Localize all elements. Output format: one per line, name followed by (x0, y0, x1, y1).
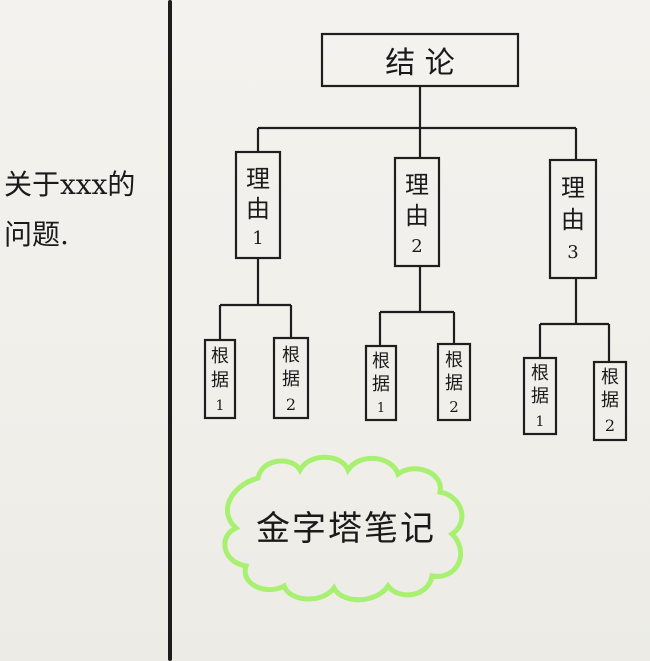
conclusion-box (320, 32, 520, 88)
evidence-3-2-char-2: 据 (601, 390, 619, 411)
evidence-3-2-char-3: 2 (605, 416, 615, 435)
evidence-node-3-1: 根 据 1 (522, 356, 558, 436)
evidence-2-1-char-1: 根 (372, 351, 390, 372)
conclusion-label: 结 论 (385, 46, 455, 81)
evidence-3-1-char-3: 1 (536, 414, 545, 430)
evidence-1-1-char-1: 根 (211, 346, 229, 367)
reason-2-char-1: 理 (405, 171, 429, 199)
title-cloud: 金字塔笔记 (222, 454, 465, 603)
reason-3-char-1: 理 (561, 174, 585, 202)
reason-node-3: 理 由 3 (548, 158, 598, 280)
margin-line (168, 0, 172, 661)
evidence-1-1-char-3: 1 (216, 398, 225, 414)
evidence-1-2-char-1: 根 (282, 345, 300, 366)
reason-1-char-1: 理 (246, 165, 270, 193)
reason-3-char-3: 3 (567, 242, 578, 263)
evidence-node-1-1: 根 据 1 (203, 338, 237, 420)
reason-2-char-2: 由 (405, 202, 429, 230)
evidence-box-2-2 (436, 342, 472, 422)
conclusion-node: 结 论 (320, 32, 520, 88)
reason-box-1 (234, 150, 282, 260)
cloud-outline (222, 454, 465, 603)
evidence-node-2-2: 根 据 2 (436, 342, 472, 422)
evidence-box-3-2 (592, 360, 628, 442)
evidence-box-2-1 (364, 344, 398, 422)
evidence-node-3-2: 根 据 2 (592, 360, 628, 442)
evidence-2-2-char-3: 2 (449, 398, 459, 416)
evidence-box-3-1 (522, 356, 558, 436)
evidence-3-1-char-2: 据 (531, 386, 549, 407)
evidence-box-1-2 (272, 336, 310, 420)
evidence-2-1-char-3: 1 (377, 401, 385, 416)
side-note-line-2: 问题. (4, 218, 69, 251)
reason-3-char-2: 由 (561, 206, 585, 234)
reason-1-char-2: 由 (246, 195, 270, 223)
evidence-1-2-char-2: 据 (282, 369, 300, 390)
evidence-3-1-char-1: 根 (531, 363, 549, 384)
cloud-title: 金字塔笔记 (256, 509, 436, 549)
evidence-1-1-char-2: 据 (211, 370, 229, 391)
evidence-2-2-char-1: 根 (445, 350, 463, 371)
reason-box-3 (548, 158, 598, 280)
evidence-node-2-1: 根 据 1 (364, 344, 398, 422)
evidence-node-1-2: 根 据 2 (272, 336, 310, 420)
evidence-3-2-char-1: 根 (601, 367, 619, 388)
side-note: 关于xxx的 问题. (4, 160, 164, 260)
reason-2-char-3: 2 (411, 236, 422, 257)
connectors (218, 86, 611, 362)
reason-1-char-3: 1 (252, 228, 263, 249)
side-note-line-1: 关于xxx的 (4, 168, 136, 201)
reason-node-2: 理 由 2 (393, 156, 441, 268)
reason-node-1: 理 由 1 (234, 150, 282, 260)
evidence-1-2-char-3: 2 (286, 395, 296, 414)
reason-box-2 (393, 156, 441, 268)
evidence-2-2-char-2: 据 (445, 373, 463, 394)
evidence-box-1-1 (203, 338, 237, 420)
evidence-2-1-char-2: 据 (372, 374, 390, 395)
